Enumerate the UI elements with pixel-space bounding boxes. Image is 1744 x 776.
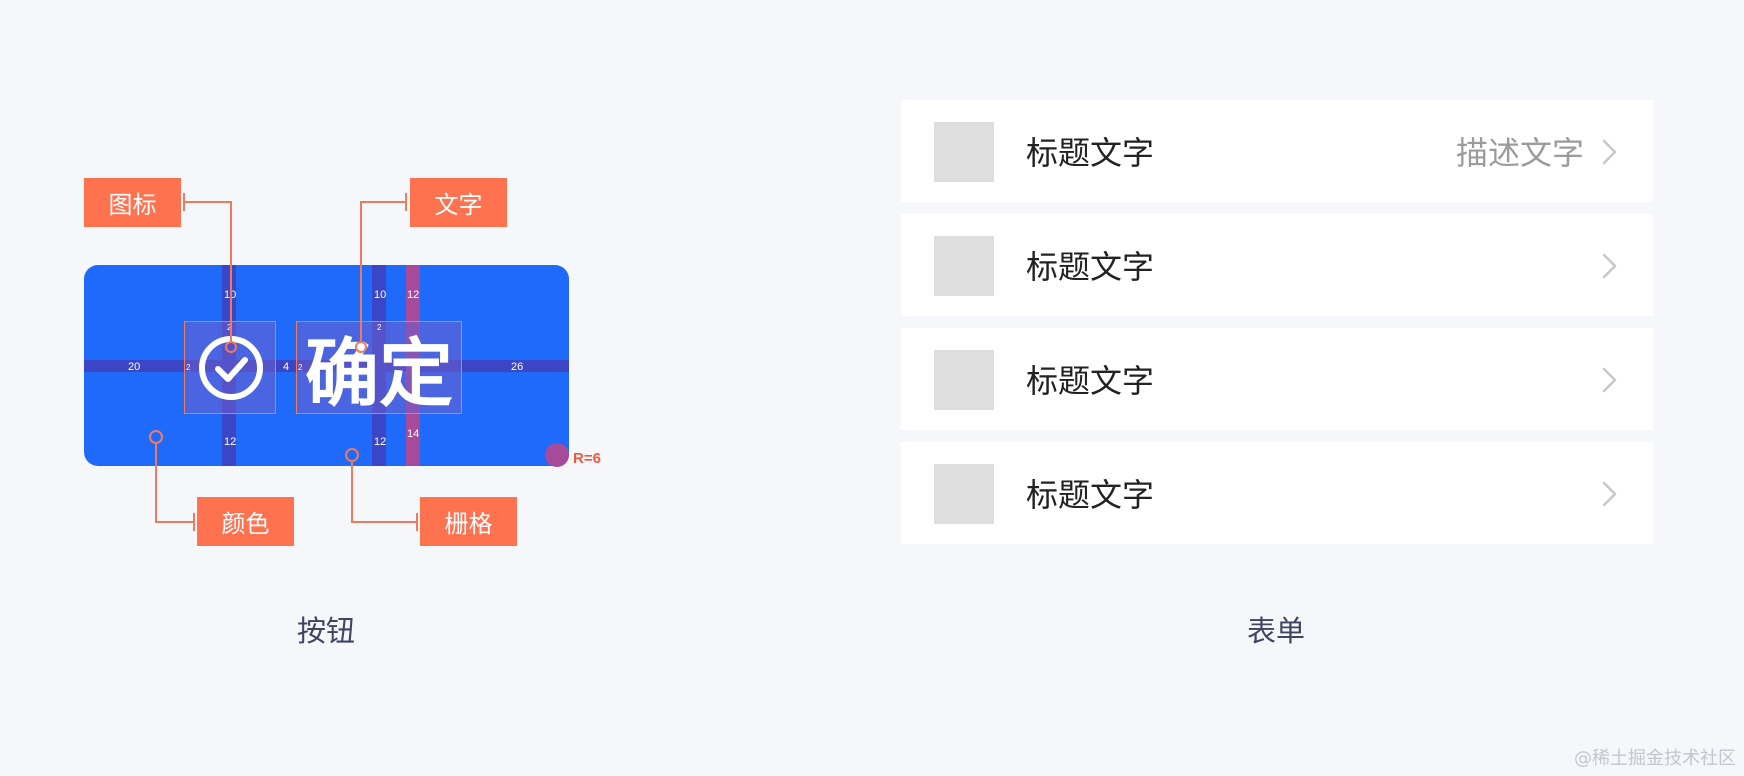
callout-color-label: 颜色 bbox=[197, 497, 294, 546]
list-item[interactable]: 标题文字 bbox=[901, 442, 1653, 544]
spacing-bottom-text: 12 bbox=[374, 436, 387, 448]
corner-radius-label: R=6 bbox=[573, 450, 601, 467]
spacing-top-text: 10 bbox=[374, 289, 387, 301]
thumbnail-placeholder bbox=[934, 464, 994, 524]
chevron-right-icon bbox=[1602, 367, 1617, 393]
annotated-button: 确定 10 10 12 20 26 4 12 12 14 2 2 2 2 bbox=[84, 265, 569, 466]
callout-text-label: 文字 bbox=[410, 178, 507, 227]
callout-icon-label: 图标 bbox=[84, 178, 181, 227]
spacing-bottom-right: 14 bbox=[407, 428, 420, 440]
thumbnail-placeholder bbox=[934, 122, 994, 182]
watermark: @稀土掘金技术社区 bbox=[1574, 748, 1736, 769]
spacing-top-right: 12 bbox=[407, 289, 420, 301]
spacing-inner-text-left: 2 bbox=[298, 363, 303, 372]
spacing-left: 20 bbox=[128, 361, 141, 373]
list-item-title: 标题文字 bbox=[1026, 134, 1155, 172]
thumbnail-placeholder bbox=[934, 236, 994, 296]
chevron-right-icon bbox=[1602, 139, 1617, 165]
list-item-description: 描述文字 bbox=[1455, 134, 1584, 172]
corner-radius-marker bbox=[545, 443, 569, 467]
list-item-title: 标题文字 bbox=[1026, 476, 1155, 514]
list-item-title: 标题文字 bbox=[1026, 362, 1155, 400]
spacing-bottom-icon: 12 bbox=[224, 436, 237, 448]
spacing-inner-text-top: 2 bbox=[377, 323, 382, 332]
list-item-title: 标题文字 bbox=[1026, 248, 1155, 286]
form-caption: 表单 bbox=[1246, 614, 1305, 648]
button-caption: 按钮 bbox=[296, 614, 355, 648]
spacing-inner-icon-left: 2 bbox=[186, 363, 191, 372]
chevron-right-icon bbox=[1602, 253, 1617, 279]
form-list: 标题文字 描述文字 标题文字 标题文字 标题文字 bbox=[901, 100, 1653, 556]
thumbnail-placeholder bbox=[934, 350, 994, 410]
callout-grid-label: 栅格 bbox=[420, 497, 517, 546]
list-item[interactable]: 标题文字 bbox=[901, 214, 1653, 316]
list-item[interactable]: 标题文字 bbox=[901, 328, 1653, 430]
spacing-between: 4 bbox=[283, 361, 290, 373]
chevron-right-icon bbox=[1602, 481, 1617, 507]
spacing-inner-icon-top: 2 bbox=[227, 323, 232, 332]
spacing-right: 26 bbox=[511, 361, 524, 373]
icon-bounding-box bbox=[184, 321, 276, 414]
check-circle-icon bbox=[199, 336, 263, 400]
button-label: 确定 bbox=[305, 331, 453, 417]
spacing-top-icon: 10 bbox=[224, 289, 237, 301]
list-item[interactable]: 标题文字 描述文字 bbox=[901, 100, 1653, 202]
text-bounding-box: 确定 bbox=[296, 321, 462, 417]
